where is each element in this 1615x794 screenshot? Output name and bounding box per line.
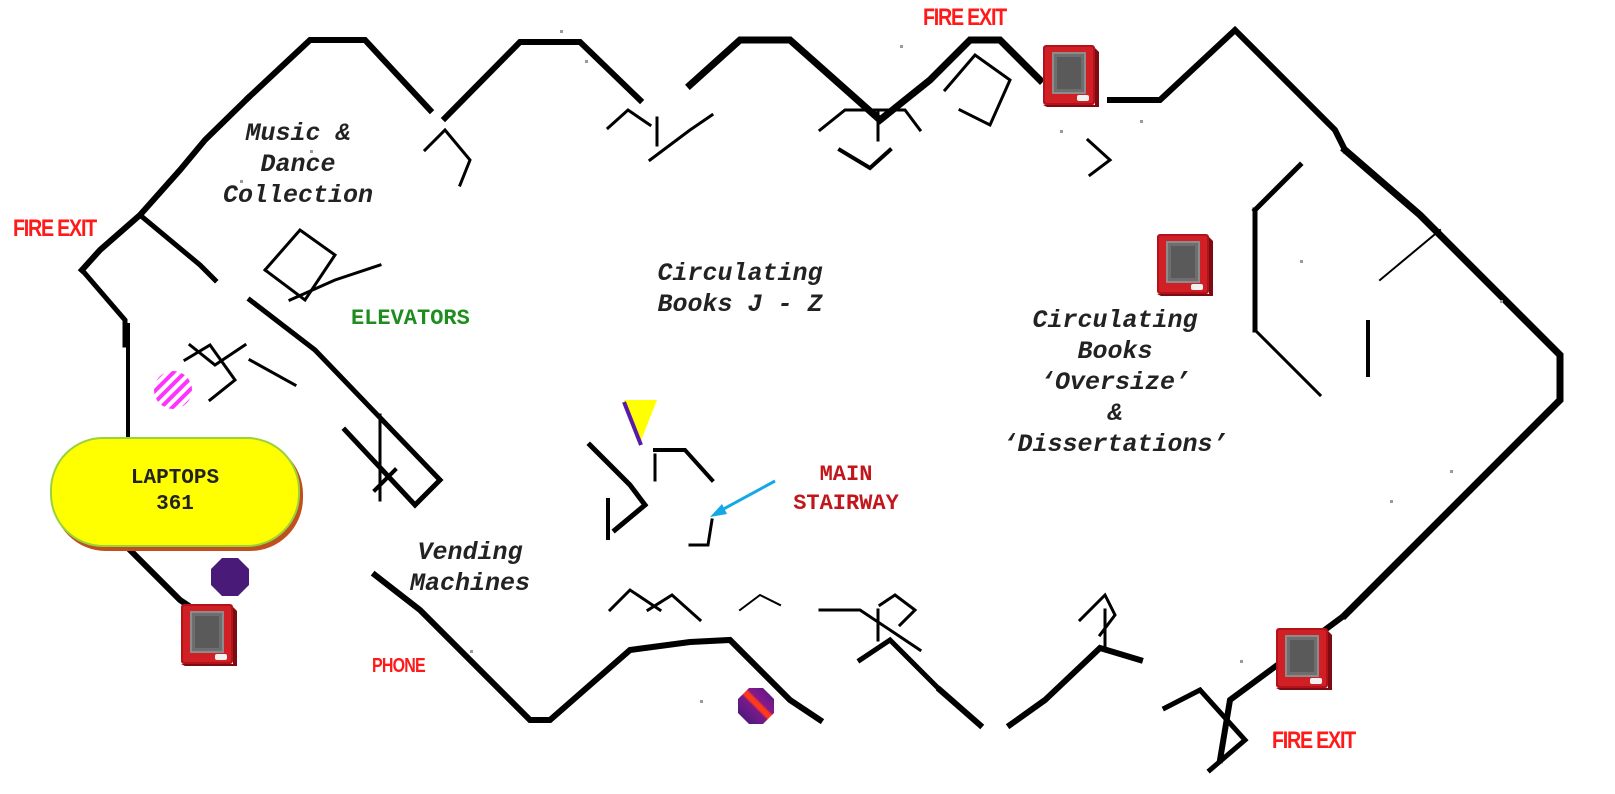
- main-stairway-label: MAIN STAIRWAY: [793, 462, 899, 516]
- fire-exit-label-bottom-right: FIRE EXIT: [1272, 727, 1356, 754]
- phone-label: PHONE: [372, 655, 426, 677]
- area-music-dance: Music & Dance Collection: [222, 119, 374, 210]
- stop-octagon-icon: [211, 558, 249, 596]
- you-are-here-marker-icon: [622, 400, 657, 446]
- fire-extinguisher-icon: [181, 604, 237, 666]
- stop-octagon-icon: [738, 688, 774, 724]
- elevators-label: ELEVATORS: [351, 306, 470, 331]
- fire-exit-label-left: FIRE EXIT: [13, 215, 97, 242]
- laptops-room-number: 361: [156, 493, 194, 516]
- stairway-arrow-icon: [710, 479, 776, 517]
- scan-speckles: [240, 30, 1503, 703]
- restroom-icon: [154, 371, 192, 409]
- fire-extinguisher-icon: [1276, 628, 1332, 690]
- fire-extinguisher-icon: [1043, 45, 1099, 107]
- area-circulating-books-jz: Circulating Books J - Z: [657, 259, 823, 319]
- area-circulating-oversize: Circulating Books ‘Oversize’ & ‘Disserta…: [1002, 306, 1228, 459]
- laptops-title: LAPTOPS: [130, 467, 220, 490]
- area-vending-machines: Vending Machines: [409, 538, 531, 598]
- laptops-room-badge[interactable]: LAPTOPS 361: [50, 437, 300, 547]
- fire-extinguisher-icon: [1157, 234, 1213, 296]
- fire-exit-label-top: FIRE EXIT: [923, 4, 1007, 31]
